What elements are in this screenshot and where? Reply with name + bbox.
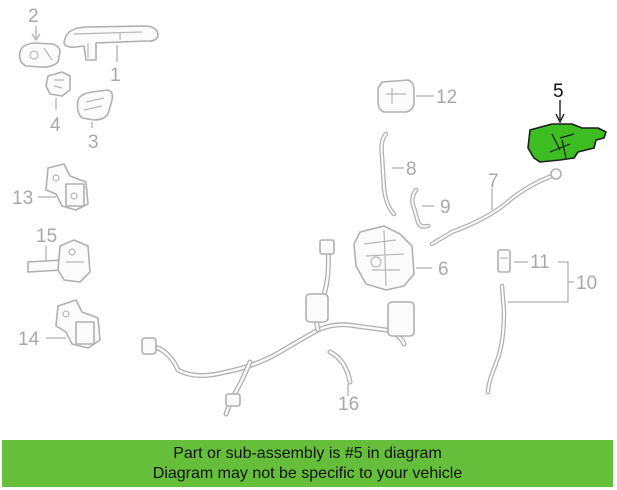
part-2-bracket[interactable]	[18, 26, 61, 68]
callout-8: 8	[406, 159, 417, 180]
part-6-latch[interactable]	[353, 225, 432, 291]
callout-14: 14	[18, 329, 40, 350]
part-16-wiring-harness[interactable]	[141, 239, 415, 417]
part-12-striker[interactable]	[377, 79, 434, 113]
callout-9: 9	[440, 197, 451, 218]
part-7-cable[interactable]	[429, 168, 562, 247]
banner-line-2: Diagram may not be specific to your vehi…	[152, 465, 463, 482]
callout-4: 4	[50, 115, 61, 136]
callout-7: 7	[488, 171, 499, 192]
part-15-check-strap[interactable]	[27, 239, 91, 283]
part-8-lock-rod[interactable]	[379, 131, 405, 217]
banner-line-1: Part or sub-assembly is #5 in diagram	[173, 445, 442, 462]
part-11-rod-clip[interactable]	[497, 249, 528, 273]
parts-diagram: 1 2 4 3 13 15	[12, 6, 607, 417]
part-4-clip[interactable]	[45, 71, 71, 110]
callout-16: 16	[338, 394, 359, 415]
callout-15: 15	[36, 226, 57, 247]
part-10-rod[interactable]	[485, 261, 574, 395]
callout-12: 12	[436, 87, 457, 108]
part-14-lower-hinge[interactable]	[46, 299, 101, 349]
callout-5: 5	[553, 81, 564, 102]
part-5-highlighted[interactable]	[527, 100, 607, 163]
callout-3: 3	[88, 132, 99, 153]
callout-13: 13	[12, 188, 33, 209]
info-banner: Part or sub-assembly is #5 in diagram Di…	[2, 440, 613, 487]
callout-2: 2	[28, 6, 39, 27]
callout-6: 6	[438, 259, 449, 280]
part-1-outside-handle[interactable]	[63, 25, 159, 62]
callout-11: 11	[530, 252, 550, 273]
part-3-cover[interactable]	[76, 89, 114, 128]
callout-10: 10	[576, 273, 597, 294]
part-13-hinge[interactable]	[38, 163, 89, 211]
callout-1: 1	[110, 65, 121, 86]
part-9-rod[interactable]	[410, 187, 434, 229]
